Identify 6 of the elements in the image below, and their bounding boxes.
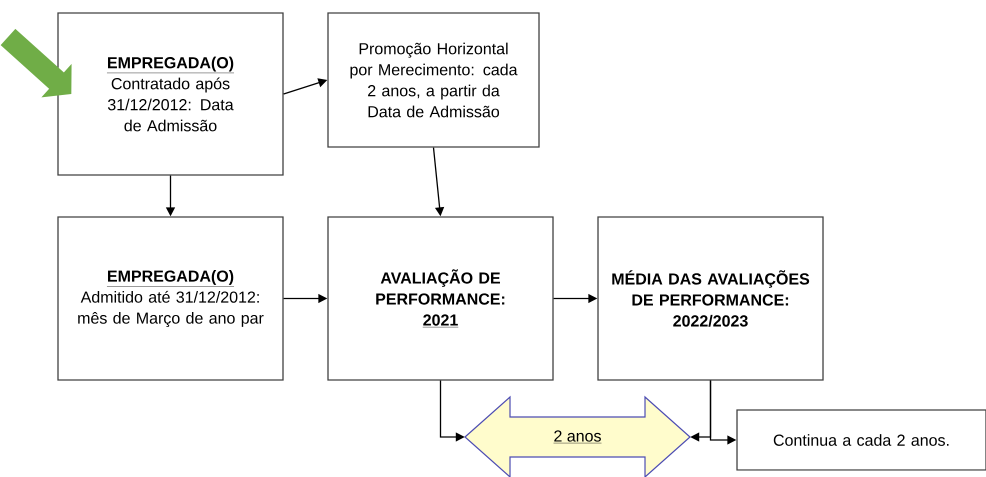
process-box: AVALIAÇÃO DE PERFORMANCE: 2021 (327, 216, 554, 381)
process-box: Continua a cada 2 anos. (736, 409, 986, 471)
process-box: EMPREGADA(O) Contratado após 31/12/2012: Data de Admissão (57, 12, 284, 176)
process-box: Promoção Horizontal por Merecimento: cada 2 anos, a partir da Data de Admissão (327, 12, 540, 148)
process-box: EMPREGADA(O) Admitido até 31/12/2012: mês de Março de ano par (57, 216, 284, 381)
process-box: MÉDIA DAS AVALIAÇÕES DE PERFORMANCE: 2022/2023 (597, 216, 824, 381)
